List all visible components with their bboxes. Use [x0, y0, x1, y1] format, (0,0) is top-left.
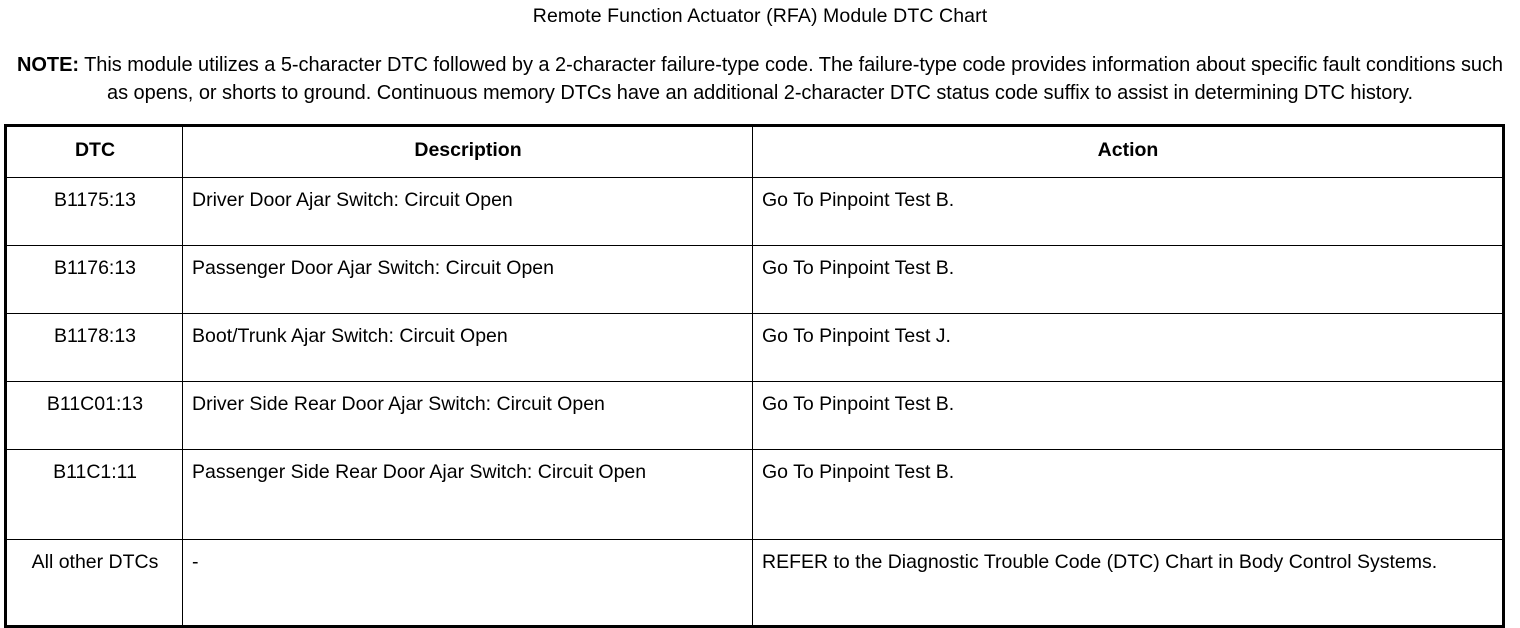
cell-action: Go To Pinpoint Test B.	[752, 245, 1504, 314]
cell-dtc: B1178:13	[5, 313, 183, 382]
document-page: Remote Function Actuator (RFA) Module DT…	[0, 5, 1520, 628]
table-row: B1176:13 Passenger Door Ajar Switch: Cir…	[5, 245, 1504, 314]
cell-action: Go To Pinpoint Test B.	[752, 449, 1504, 540]
cell-action: Go To Pinpoint Test J.	[752, 313, 1504, 382]
cell-dtc: B1175:13	[5, 177, 183, 246]
table-header: DTC Description Action	[5, 125, 1504, 178]
cell-action: Go To Pinpoint Test B.	[752, 177, 1504, 246]
table-row: All other DTCs - REFER to the Diagnostic…	[5, 539, 1504, 627]
cell-description: Driver Door Ajar Switch: Circuit Open	[182, 177, 753, 246]
table-row: B1178:13 Boot/Trunk Ajar Switch: Circuit…	[5, 313, 1504, 382]
cell-action: Go To Pinpoint Test B.	[752, 381, 1504, 450]
note-label: NOTE:	[17, 54, 79, 76]
column-header-action: Action	[752, 125, 1504, 178]
cell-description: Boot/Trunk Ajar Switch: Circuit Open	[182, 313, 753, 382]
column-header-description: Description	[182, 125, 753, 178]
cell-description: -	[182, 539, 753, 627]
cell-description: Passenger Door Ajar Switch: Circuit Open	[182, 245, 753, 314]
cell-description: Driver Side Rear Door Ajar Switch: Circu…	[182, 381, 753, 450]
dtc-table-container: DTC Description Action B1175:13 Driver D…	[0, 124, 1520, 628]
table-header-row: DTC Description Action	[5, 125, 1504, 178]
table-row: B1175:13 Driver Door Ajar Switch: Circui…	[5, 177, 1504, 246]
cell-dtc: B1176:13	[5, 245, 183, 314]
column-header-dtc: DTC	[5, 125, 183, 178]
cell-description: Passenger Side Rear Door Ajar Switch: Ci…	[182, 449, 753, 540]
table-body: B1175:13 Driver Door Ajar Switch: Circui…	[5, 177, 1504, 627]
page-title: Remote Function Actuator (RFA) Module DT…	[532, 5, 988, 27]
cell-dtc: B11C1:11	[5, 449, 183, 540]
note-paragraph: NOTE: This module utilizes a 5-character…	[0, 30, 1520, 107]
cell-dtc: B11C01:13	[5, 381, 183, 450]
table-row: B11C01:13 Driver Side Rear Door Ajar Swi…	[5, 381, 1504, 450]
table-row: B11C1:11 Passenger Side Rear Door Ajar S…	[5, 449, 1504, 540]
dtc-table: DTC Description Action B1175:13 Driver D…	[4, 124, 1505, 628]
note-body-text: This module utilizes a 5-character DTC f…	[78, 54, 1503, 104]
cell-action: REFER to the Diagnostic Trouble Code (DT…	[752, 539, 1504, 627]
cell-dtc: All other DTCs	[5, 539, 183, 627]
